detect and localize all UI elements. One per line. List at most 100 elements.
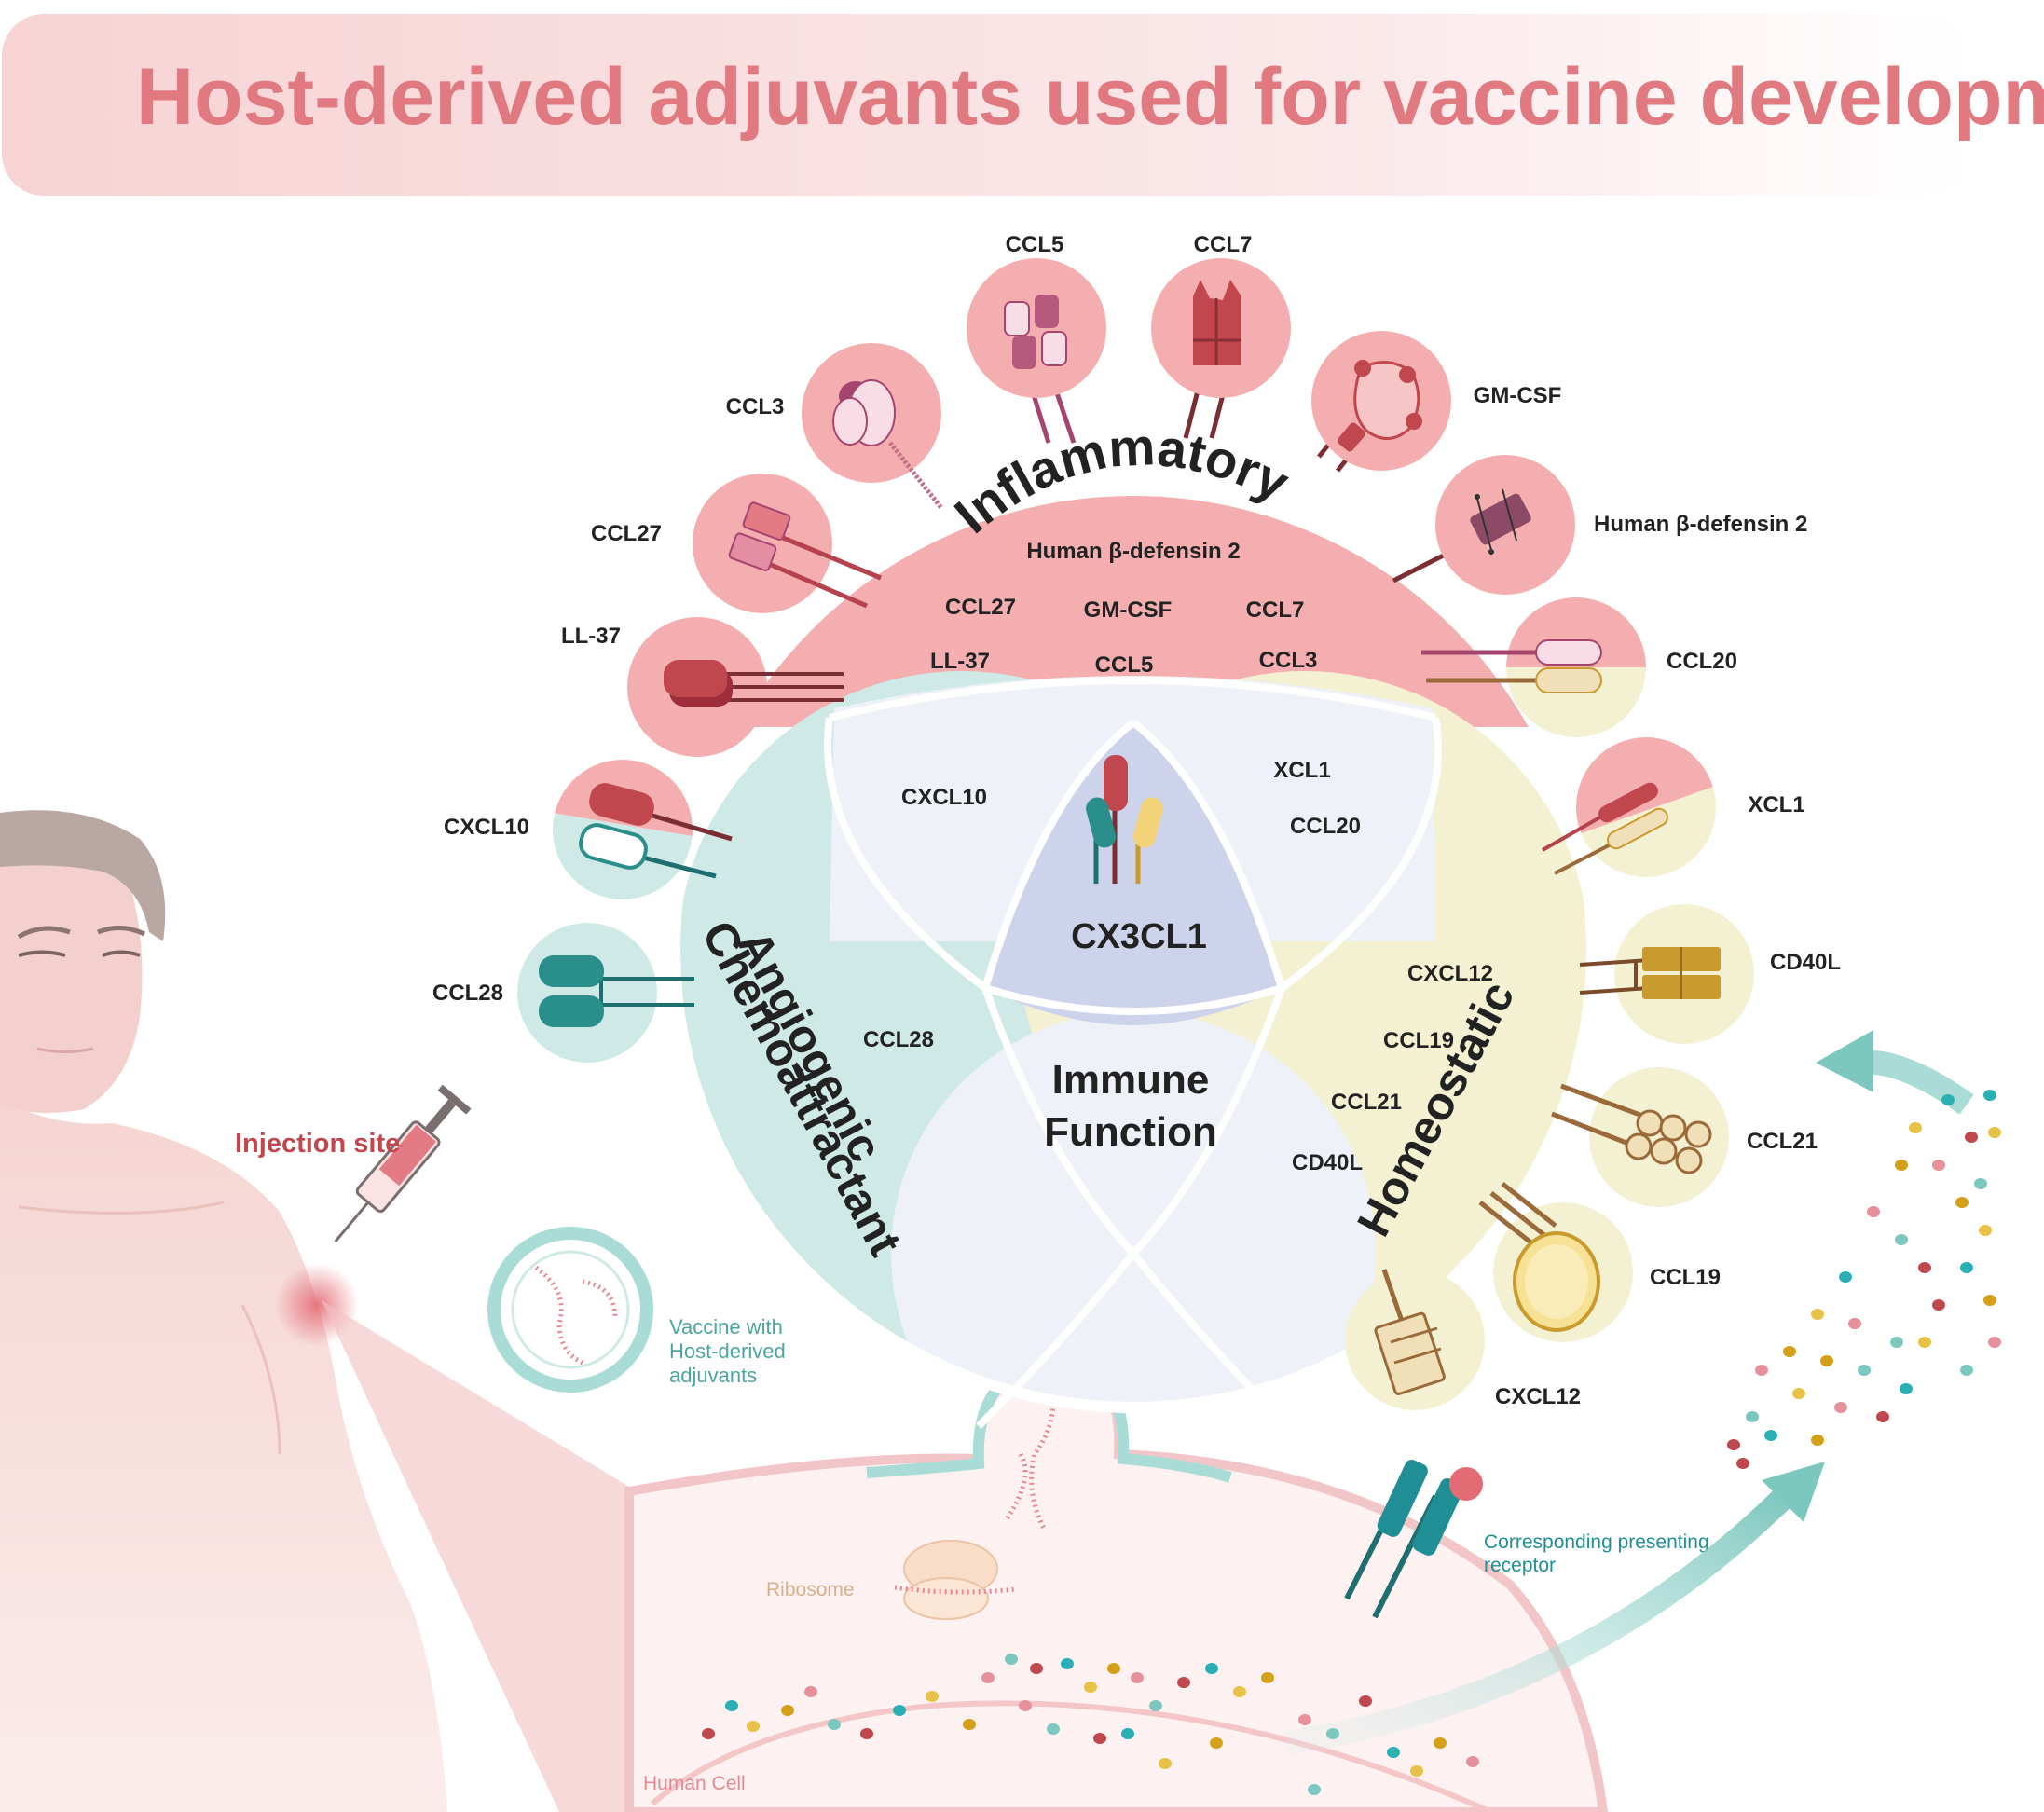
- molecule-dot: [1261, 1672, 1274, 1683]
- molecule-dot: [1792, 1388, 1805, 1399]
- molecule-dot: [1755, 1365, 1768, 1376]
- ring-label-ccl21: CCL21: [1747, 1129, 1818, 1154]
- molecule-dot: [1466, 1756, 1479, 1767]
- infl-item-ccl7: CCL7: [1246, 597, 1305, 623]
- molecule-dot: [1298, 1714, 1311, 1725]
- molecule-dot: [1121, 1728, 1134, 1739]
- center-label-cx3cl1: CX3CL1: [1071, 917, 1207, 956]
- ring-label-gmcsf: GM-CSF: [1474, 383, 1562, 408]
- molecule-dot: [1858, 1365, 1871, 1376]
- infl-item-ccl27: CCL27: [945, 595, 1016, 620]
- ccl3-icon: [802, 343, 943, 510]
- molecule-dot: [1131, 1672, 1144, 1683]
- infl-homeo-item-xcl1: XCL1: [1273, 758, 1330, 783]
- ribosome-label: Ribosome: [766, 1579, 855, 1600]
- molecule-dot: [1834, 1402, 1847, 1413]
- ring-label-cxcl10: CXCL10: [444, 815, 529, 840]
- human-cell-label: Human Cell: [643, 1773, 746, 1794]
- immune-label-1: Immune: [1052, 1057, 1210, 1103]
- molecule-dot: [1084, 1682, 1097, 1693]
- vaccine-label-1: Vaccine with: [669, 1315, 783, 1338]
- homeo-item-ccl21: CCL21: [1331, 1090, 1402, 1115]
- molecule-dot: [1159, 1758, 1172, 1769]
- injection-site-label: Injection site: [235, 1129, 400, 1159]
- ccl27-icon: [693, 474, 882, 613]
- return-arrowhead: [1816, 1030, 1873, 1092]
- molecule-dot: [1965, 1132, 1978, 1143]
- title-banner: Host-derived adjuvants used for vaccine …: [2, 14, 2044, 196]
- ccl21-icon: [1551, 1067, 1729, 1207]
- molecule-dot: [1876, 1411, 1889, 1422]
- molecule-dot: [1308, 1784, 1321, 1795]
- secretion-arrow: [1283, 1482, 1799, 1755]
- vaccine-particle: [487, 1227, 653, 1393]
- ccl7-icon: [1151, 258, 1291, 439]
- ring-label-ccl28: CCL28: [432, 981, 503, 1006]
- infl-item-gmcsf: GM-CSF: [1084, 597, 1173, 623]
- ribosome-icon: [894, 1540, 1017, 1620]
- ring-label-cxcl12: CXCL12: [1495, 1384, 1581, 1409]
- infl-item-hbd2: Human β-defensin 2: [1026, 539, 1240, 564]
- adjuvant-ring: CCL5 CCL7 CCL3: [432, 232, 1841, 1410]
- vaccine-label-3: adjuvants: [669, 1364, 757, 1387]
- molecule-dot: [747, 1721, 760, 1732]
- molecule-dot: [1811, 1309, 1824, 1320]
- ring-label-ccl20: CCL20: [1667, 649, 1737, 674]
- molecule-dot: [1149, 1700, 1162, 1711]
- molecule-dot: [1434, 1737, 1447, 1749]
- molecule-dot: [1932, 1160, 1945, 1171]
- molecule-dot: [1019, 1700, 1032, 1711]
- ccl28-icon: [517, 923, 694, 1063]
- ring-label-ccl19: CCL19: [1650, 1265, 1721, 1290]
- molecule-dot: [1988, 1337, 2001, 1348]
- molecule-dot: [828, 1719, 841, 1730]
- syringe-icon: [334, 1084, 472, 1243]
- molecule-dot: [804, 1686, 817, 1697]
- homeo-item-cd40l: CD40L: [1292, 1150, 1363, 1175]
- molecule-dot: [1895, 1234, 1908, 1245]
- cxcl12-icon: [1345, 1269, 1485, 1410]
- molecule-dot: [1326, 1728, 1339, 1739]
- molecule-dot: [1764, 1430, 1777, 1441]
- molecule-dot: [1177, 1677, 1190, 1688]
- molecule-dot: [1061, 1658, 1074, 1669]
- angio-item-ccl28: CCL28: [863, 1027, 934, 1052]
- molecule-dot: [1783, 1346, 1796, 1357]
- molecule-dot: [981, 1672, 995, 1683]
- molecule-dot: [1867, 1206, 1880, 1217]
- molecule-dot: [926, 1691, 939, 1702]
- molecule-dot: [1727, 1439, 1740, 1450]
- molecule-dot: [893, 1705, 906, 1716]
- ring-label-ccl27: CCL27: [591, 521, 662, 546]
- infl-homeo-item-ccl20: CCL20: [1290, 814, 1361, 839]
- ring-label-ccl7: CCL7: [1194, 232, 1253, 257]
- molecule-dot: [1746, 1411, 1759, 1422]
- venn-diagram: [669, 485, 1598, 1429]
- ring-label-xcl1: XCL1: [1748, 792, 1804, 817]
- molecule-dot: [1210, 1737, 1223, 1749]
- infl-item-ll37: LL-37: [930, 649, 990, 674]
- molecule-dot: [1820, 1355, 1833, 1366]
- molecule-dot: [1410, 1765, 1423, 1777]
- homeo-item-cxcl12: CXCL12: [1407, 961, 1493, 986]
- receptor-label-2: receptor: [1484, 1555, 1556, 1576]
- molecule-dot: [1359, 1695, 1372, 1707]
- infl-angio-item-cxcl10: CXCL10: [901, 785, 987, 810]
- secretion-arrowhead: [1762, 1462, 1825, 1522]
- molecule-dot: [725, 1700, 738, 1711]
- page-title: Host-derived adjuvants used for vaccine …: [136, 52, 2044, 142]
- secreted-molecules: [702, 1090, 2001, 1795]
- molecule-dot: [781, 1705, 794, 1716]
- molecule-dot: [1387, 1747, 1400, 1758]
- molecule-dot: [1955, 1197, 1969, 1208]
- molecule-dot: [1107, 1663, 1120, 1674]
- ring-label-hbd2: Human β-defensin 2: [1594, 512, 1807, 537]
- ccl5-icon: [967, 258, 1106, 444]
- molecule-dot: [1932, 1299, 1945, 1311]
- molecule-dot: [1093, 1733, 1106, 1744]
- molecule-dot: [860, 1728, 873, 1739]
- molecule-dot: [1811, 1434, 1824, 1446]
- molecule-dot: [1979, 1225, 1992, 1236]
- molecule-dot: [1983, 1090, 1996, 1101]
